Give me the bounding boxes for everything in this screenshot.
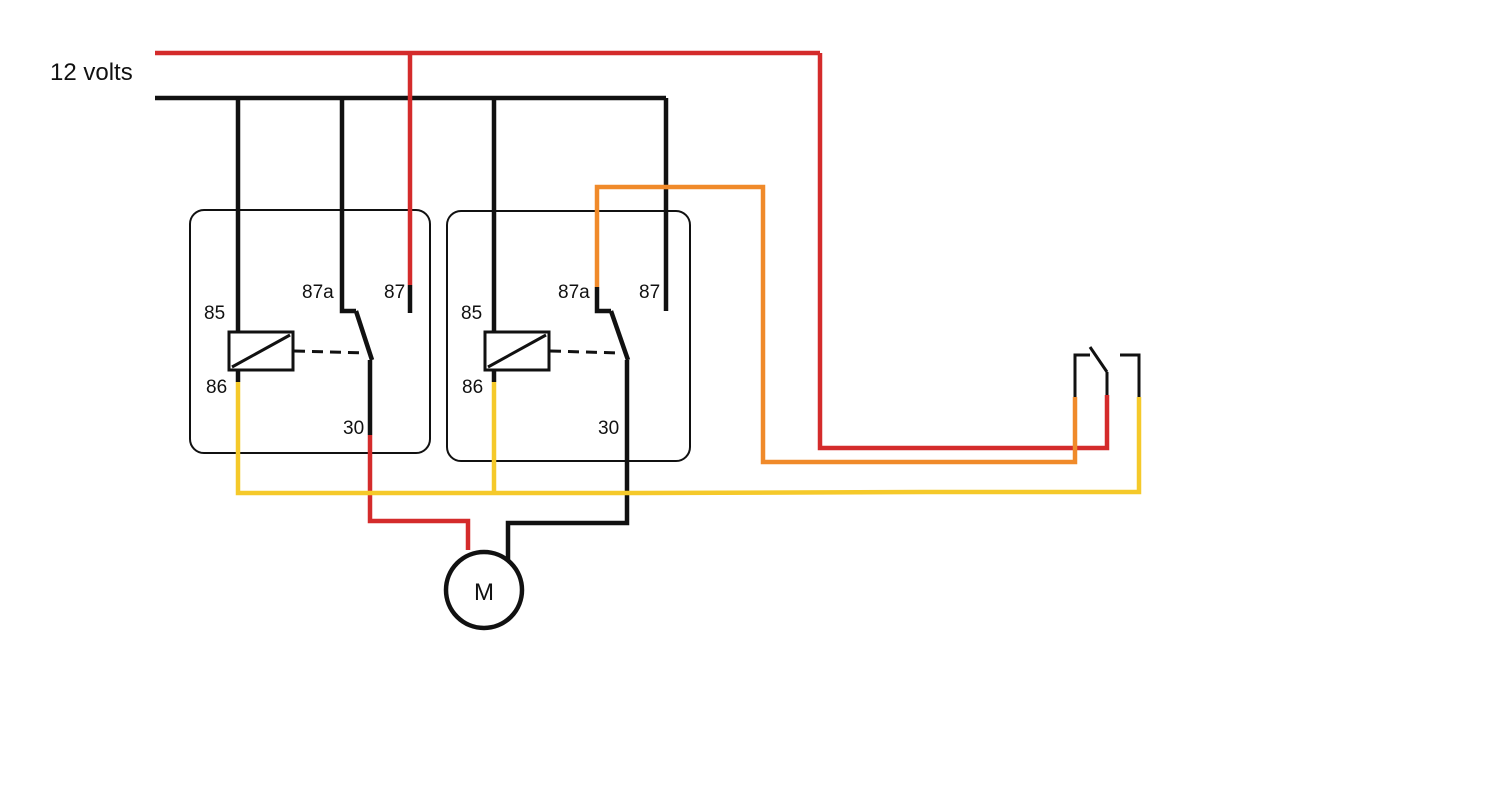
relay-1-pin-87a-label: 87a bbox=[302, 282, 334, 303]
relay-1-housing bbox=[189, 209, 431, 454]
relay-1-switch bbox=[293, 310, 375, 361]
relay-2-switch bbox=[549, 310, 631, 361]
coil-common-bus bbox=[235, 382, 640, 496]
relay-2-pin-87a-label: 87a bbox=[558, 282, 590, 303]
rocker-switch bbox=[1073, 346, 1141, 397]
positive-wires bbox=[155, 50, 1110, 550]
motor: M bbox=[443, 549, 525, 631]
relay-2-pin-30-to-motor-wire bbox=[505, 360, 630, 560]
relay-2-coil bbox=[483, 330, 551, 372]
relay-2-pin-30-label: 30 bbox=[598, 418, 619, 439]
supply-voltage-label: 12 volts bbox=[50, 59, 133, 86]
relay-2-pin-86-label: 86 bbox=[462, 377, 483, 398]
relay-2-pin-87-label: 87 bbox=[639, 282, 660, 303]
relay-1-pin-87a-wire bbox=[339, 98, 356, 314]
relay-2-pin-87a-stub bbox=[594, 287, 611, 314]
relay-1-pin-86-label: 86 bbox=[206, 377, 227, 398]
coil-common-wires bbox=[235, 382, 1142, 496]
relay-1-pin-30-to-motor-wire bbox=[367, 435, 471, 550]
switch-supply-wire bbox=[817, 53, 1110, 451]
relay-1-coil bbox=[227, 330, 295, 372]
relay-2-housing bbox=[446, 210, 691, 462]
motor-label: M bbox=[474, 579, 494, 606]
relay-1-pin-85-label: 85 bbox=[204, 303, 225, 324]
relay-2-pin-85-label: 85 bbox=[461, 303, 482, 324]
relay-1-pin-30-label: 30 bbox=[343, 418, 364, 439]
relay-1-pin-87-label: 87 bbox=[384, 282, 405, 303]
coil-bus-to-switch bbox=[639, 397, 1142, 496]
relay-2-pin-87a-feed-wire bbox=[594, 184, 1078, 465]
